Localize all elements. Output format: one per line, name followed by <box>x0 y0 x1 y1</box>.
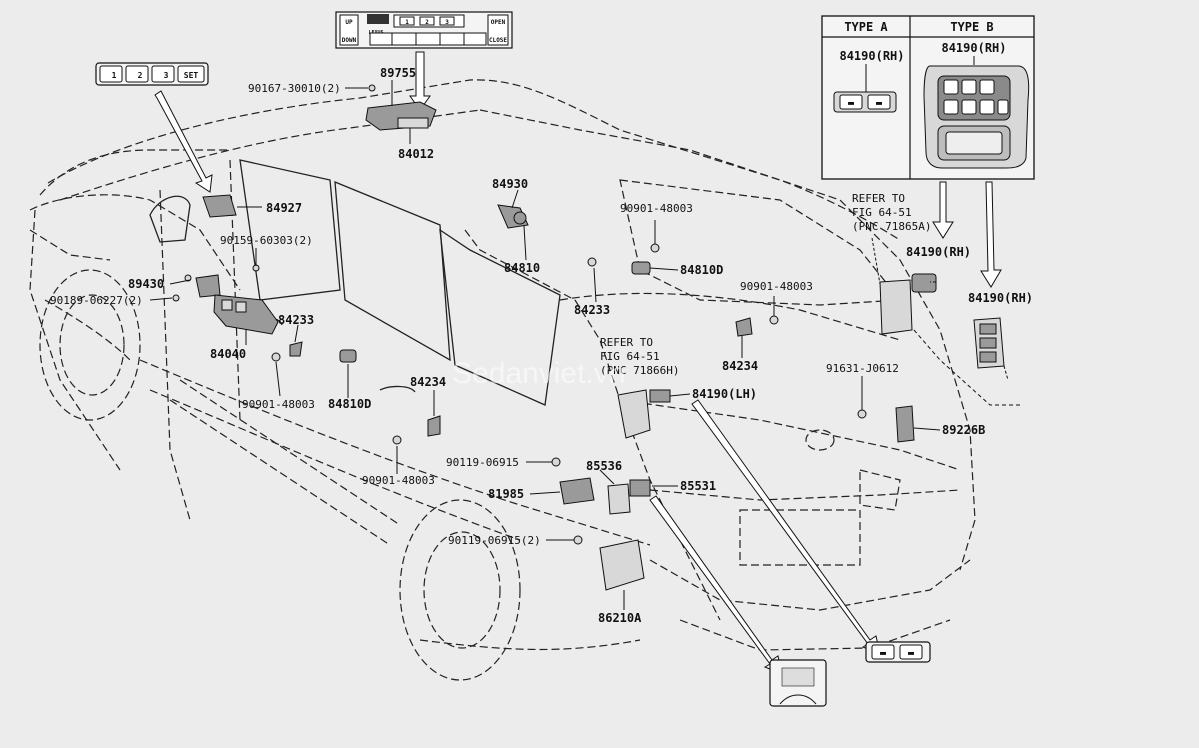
overhead-up-label: UP <box>345 19 353 26</box>
callout-90901-48003-d: 90901-48003 <box>362 474 435 487</box>
refer-note-1-line2: FIG 64-51 <box>852 206 912 219</box>
pointer-arrows <box>649 181 1002 675</box>
overhead-pointer-arrow <box>409 51 431 111</box>
parts <box>172 84 1005 591</box>
type-b-part-number: 84190(RH) <box>941 41 1006 55</box>
callout-84040: 84040 <box>210 347 246 361</box>
callout-84233-front: 84233 <box>278 313 314 327</box>
callout-90901-48003-c: 90901-48003 <box>740 280 813 293</box>
watermark: Sedanviet.vn <box>452 357 625 390</box>
leader-lines <box>149 80 1020 610</box>
refer-note-2-line2: FIG 64-51 <box>600 350 660 363</box>
callout-labels: 90167-30010(2) 89755 84012 84927 84930 9… <box>50 66 1033 625</box>
seat-memory-2: 2 <box>138 71 143 80</box>
seat-panel-pointer-arrow <box>154 90 213 193</box>
svg-text:▬: ▬ <box>848 98 854 109</box>
svg-text:▬: ▬ <box>876 98 882 109</box>
callout-84810D-rear: 84810D <box>680 263 723 277</box>
callout-84930: 84930 <box>492 177 528 191</box>
callout-84190-LH: 84190(LH) <box>692 387 757 401</box>
overhead-button-2: 2 <box>425 19 429 26</box>
callout-90901-48003-a: 90901-48003 <box>242 398 315 411</box>
seat-memory-panel: 1 2 3 SET <box>95 62 209 86</box>
callout-81985: 81985 <box>488 487 524 501</box>
refer-note-2-line3: (PNC 71866H) <box>600 364 679 377</box>
callout-84012: 84012 <box>398 147 434 161</box>
overhead-open-label: OPEN <box>491 19 506 26</box>
seat-memory-1: 1 <box>112 71 117 80</box>
vehicle-outline <box>29 79 976 681</box>
callout-89755: 89755 <box>380 66 416 80</box>
callout-84810D-front: 84810D <box>328 397 371 411</box>
type-a-header: TYPE A <box>844 20 888 34</box>
callout-85536: 85536 <box>586 459 622 473</box>
callout-84234-front: 84234 <box>410 375 446 389</box>
callout-90159-60303: 90159-60303(2) <box>220 234 313 247</box>
type-a-switch: ▬ ▬ <box>833 91 897 113</box>
refer-note-1-line1: REFER TO <box>852 192 905 205</box>
overhead-button-3: 3 <box>445 19 449 26</box>
svg-text:▬: ▬ <box>880 648 886 659</box>
seat-memory-3: 3 <box>164 71 169 80</box>
type-b-header: TYPE B <box>950 20 993 34</box>
callout-84234-rear: 84234 <box>722 359 758 373</box>
overhead-console-panel: UP DOWN LEXUS 1 2 3 OPEN CLOSE <box>335 11 513 49</box>
callout-90167-30010: 90167-30010(2) <box>248 82 341 95</box>
callout-84233-rear: 84233 <box>574 303 610 317</box>
overhead-close-label: CLOSE <box>489 37 507 44</box>
callout-90901-48003-b: 90901-48003 <box>620 202 693 215</box>
refer-note-1-line3: (PNC 71865A) <box>852 220 931 233</box>
callout-84810: 84810 <box>504 261 540 275</box>
callout-90119-06915-2: 90119-06915(2) <box>448 534 541 547</box>
callout-90189-06227: 90189-06227(2) <box>50 294 143 307</box>
refer-note-2-line1: REFER TO <box>600 336 653 349</box>
callout-84190-RH-b: 84190(RH) <box>968 291 1033 305</box>
refer-notes: REFER TO FIG 64-51 (PNC 71865A) REFER TO… <box>600 192 931 377</box>
type-table: TYPE A TYPE B 84190(RH) 84190(RH) ▬ ▬ <box>821 15 1035 180</box>
type-b-switch <box>923 65 1030 169</box>
callout-89430: 89430 <box>128 277 164 291</box>
type-a-part-number: 84190(RH) <box>839 49 904 63</box>
callout-85531: 85531 <box>680 479 716 493</box>
overhead-button-1: 1 <box>405 19 409 26</box>
svg-text:▬: ▬ <box>908 648 914 659</box>
overhead-down-label: DOWN <box>342 37 357 44</box>
callout-86210A: 86210A <box>598 611 642 625</box>
rear-switch-icon-panel: ▬ ▬ <box>865 641 931 663</box>
callout-91631-J0612: 91631-J0612 <box>826 362 899 375</box>
callout-84190-RH-a: 84190(RH) <box>906 245 971 259</box>
callout-90119-06915: 90119-06915 <box>446 456 519 469</box>
callout-84927: 84927 <box>266 201 302 215</box>
callout-89226B: 89226B <box>942 423 985 437</box>
door-switch-icon-panel <box>769 659 827 707</box>
seat-memory-set: SET <box>184 71 199 80</box>
